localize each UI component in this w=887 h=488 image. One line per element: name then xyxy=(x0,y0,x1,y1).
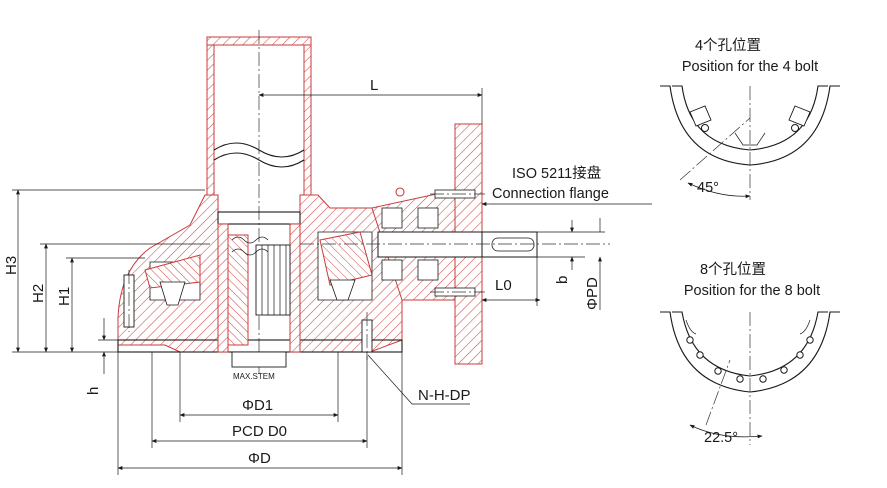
label-h: h xyxy=(85,387,102,395)
dimension-lines xyxy=(12,88,652,475)
label-b: b xyxy=(554,276,571,284)
bolt4-title-en: Position for the 4 bolt xyxy=(682,59,818,75)
label-H1: H1 xyxy=(56,287,73,306)
input-shaft-flange xyxy=(300,123,610,365)
label-H2: H2 xyxy=(30,284,47,303)
bolt8-angle: 22.5° xyxy=(704,430,738,446)
label-PD: ΦPD xyxy=(584,277,601,310)
label-D1: ΦD1 xyxy=(242,397,273,414)
label-D: ΦD xyxy=(248,450,271,467)
label-L0: L0 xyxy=(495,277,512,294)
label-L: L xyxy=(370,77,378,94)
dimension-labels: L H3 H2 H1 h MAX.STEM ΦD1 PCD D0 ΦD N-H-… xyxy=(3,77,609,467)
label-flange-en: Connection flange xyxy=(492,186,609,202)
label-nhdp: N-H-DP xyxy=(418,387,471,404)
bolt-8-detail: 8个孔位置 Position for the 8 bolt 22.5° xyxy=(660,261,840,446)
label-D0: PCD D0 xyxy=(232,423,287,440)
central-shaft xyxy=(217,211,301,368)
label-flange-cn: ISO 5211接盘 xyxy=(512,164,601,182)
bolt4-title-cn: 4个孔位置 xyxy=(695,37,761,54)
bolt8-title-en: Position for the 8 bolt xyxy=(684,283,820,299)
bolt-4-detail: 4个孔位置 Position for the 4 bolt 45° xyxy=(660,37,840,200)
bolt4-angle: 45° xyxy=(697,180,719,196)
main-section-view xyxy=(117,30,610,375)
label-max-stem: MAX.STEM xyxy=(233,372,275,381)
bolt8-title-cn: 8个孔位置 xyxy=(700,261,766,278)
label-H3: H3 xyxy=(3,256,20,275)
